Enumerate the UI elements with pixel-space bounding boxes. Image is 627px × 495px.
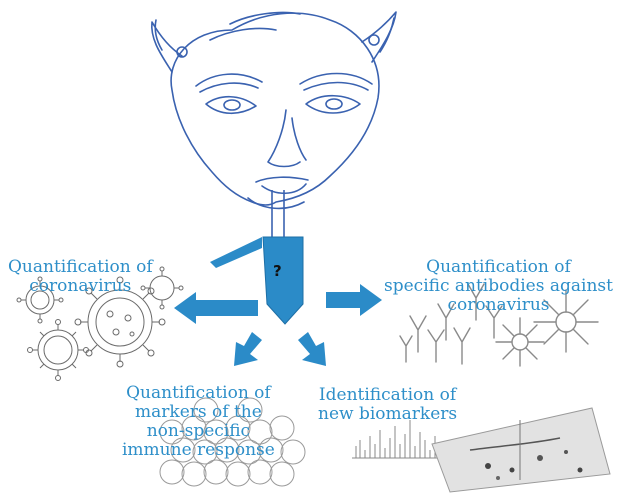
label-markers-line2: markers of the — [122, 403, 275, 422]
label-virus-line2: coronavirus — [8, 277, 153, 296]
arrow-down-left — [234, 332, 262, 366]
label-markers-immune-response: Quantification of markers of the non-spe… — [122, 384, 275, 460]
face-sketch-icon — [152, 12, 396, 208]
label-antibodies-line3: coronavirus — [384, 296, 613, 315]
label-identification-biomarkers: Identification of new biomarkers — [318, 386, 457, 424]
label-virus-line1: Quantification of — [8, 258, 153, 277]
label-markers-line1: Quantification of — [122, 384, 275, 403]
label-antibodies-line2: specific antibodies against — [384, 277, 613, 296]
straw-icon — [272, 190, 284, 238]
label-markers-line3: non-specific — [122, 422, 275, 441]
label-markers-line4: immune response — [122, 441, 275, 460]
label-quantification-coronavirus: Quantification of coronavirus — [8, 258, 153, 296]
arrow-down-right — [298, 332, 326, 366]
tube-symbol: ? — [273, 262, 282, 280]
label-biomarkers-line2: new biomarkers — [318, 405, 457, 424]
arrow-left — [174, 292, 258, 324]
label-quantification-antibodies: Quantification of specific antibodies ag… — [384, 258, 613, 315]
label-antibodies-line1: Quantification of — [384, 258, 613, 277]
label-biomarkers-line1: Identification of — [318, 386, 457, 405]
arrow-right — [326, 284, 382, 316]
